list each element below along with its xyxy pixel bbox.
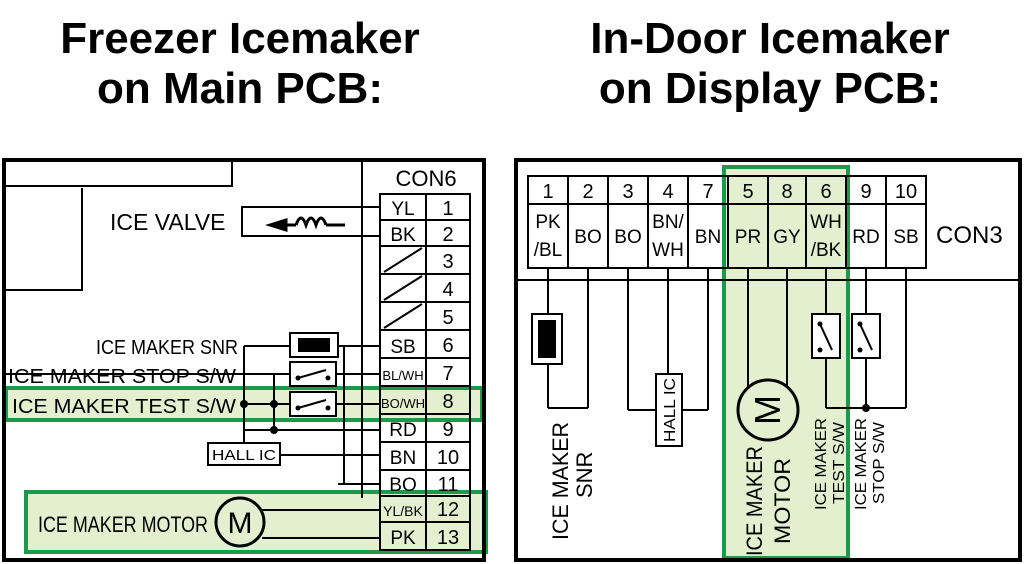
left-motor-icon: M bbox=[214, 496, 380, 548]
right-motor-label-2: MOTOR bbox=[770, 458, 795, 544]
right-snr-label-1: ICE MAKER bbox=[548, 422, 573, 540]
left-wire-13: PK bbox=[390, 528, 416, 549]
left-pin-7: 7 bbox=[442, 363, 453, 385]
right-motor-symbol: M bbox=[747, 395, 788, 425]
left-stop-switch-icon bbox=[289, 361, 337, 387]
left-title-line1: Freezer Icemaker bbox=[60, 14, 420, 63]
right-wire-1-bottom: /BL bbox=[534, 240, 563, 261]
right-stop-sw-label-1: ICE MAKER bbox=[853, 418, 870, 510]
left-connector bbox=[379, 193, 471, 551]
left-hall-ic-label: HALL IC bbox=[212, 447, 276, 464]
right-pin-10: 10 bbox=[895, 181, 917, 203]
left-pin-12: 12 bbox=[437, 499, 459, 521]
right-hall-ic: HALL IC bbox=[655, 373, 683, 447]
left-wire-7: BL/WH bbox=[382, 368, 423, 383]
right-wire-10: SB bbox=[893, 227, 918, 248]
left-title-line2: on Main PCB: bbox=[97, 64, 383, 113]
right-wire-3: BO bbox=[614, 227, 641, 248]
left-pin-5: 5 bbox=[442, 307, 453, 329]
left-pin-1: 1 bbox=[442, 198, 453, 220]
right-hall-ic-label: HALL IC bbox=[662, 378, 679, 442]
left-ice-maker-snr-label: ICE MAKER SNR bbox=[96, 337, 238, 359]
right-pin-2: 2 bbox=[582, 181, 593, 203]
left-pin-4: 4 bbox=[442, 279, 453, 301]
right-pin-9: 9 bbox=[860, 181, 871, 203]
right-wire-5: PR bbox=[735, 227, 761, 248]
left-wire-8: BO/WH bbox=[381, 396, 425, 411]
left-wire-9: RD bbox=[389, 420, 416, 441]
left-ice-maker-motor-label: ICE MAKER MOTOR bbox=[38, 512, 208, 537]
right-test-sw-label-1: ICE MAKER bbox=[813, 418, 830, 510]
right-stop-switch-icon bbox=[851, 313, 881, 359]
right-frame bbox=[514, 158, 1022, 562]
right-pin-1: 1 bbox=[542, 181, 553, 203]
left-wire-10: BN bbox=[390, 448, 416, 469]
right-snr-label-2: SNR bbox=[572, 452, 597, 498]
right-title-line2: on Display PCB: bbox=[598, 64, 942, 113]
left-ice-maker-stop-sw-label: ICE MAKER STOP S/W bbox=[8, 366, 236, 388]
right-wire-6-top: WH bbox=[810, 212, 842, 233]
left-title: Freezer Icemaker on Main PCB: bbox=[0, 14, 480, 114]
right-wire-6-bottom: /BK bbox=[811, 240, 842, 261]
right-diagram: 1 2 3 4 7 5 8 6 9 10 PK /BL BO BO BN/ WH… bbox=[514, 158, 1022, 562]
right-motor-icon: M bbox=[736, 378, 800, 442]
left-sensor-icon bbox=[289, 332, 339, 358]
left-hall-ic: HALL IC bbox=[207, 442, 281, 466]
right-wire-4-top: BN/ bbox=[652, 212, 684, 233]
left-wire-11: BO bbox=[389, 475, 416, 496]
left-ice-maker-test-sw-label: ICE MAKER TEST S/W bbox=[12, 396, 236, 418]
left-pin-13: 13 bbox=[437, 527, 459, 549]
left-wire-2: BK bbox=[390, 225, 416, 246]
right-stop-sw-label-2: STOP S/W bbox=[871, 421, 888, 504]
right-pin-5: 5 bbox=[742, 181, 753, 203]
right-wire-4-bottom: WH bbox=[652, 240, 684, 261]
right-title: In-Door Icemaker on Display PCB: bbox=[520, 14, 1020, 114]
left-pin-11: 11 bbox=[438, 474, 459, 496]
right-connector bbox=[527, 175, 927, 269]
left-pin-6: 6 bbox=[442, 335, 453, 357]
left-connector-label: CON6 bbox=[395, 166, 456, 191]
left-frame bbox=[2, 158, 486, 562]
right-pin-8: 8 bbox=[781, 181, 792, 203]
left-wire-1: YL bbox=[391, 199, 414, 220]
right-title-line1: In-Door Icemaker bbox=[590, 14, 950, 63]
right-test-switch-icon bbox=[811, 313, 841, 359]
right-pin-7: 7 bbox=[702, 181, 713, 203]
right-wire-2: BO bbox=[574, 227, 601, 248]
left-pin-3: 3 bbox=[442, 251, 453, 273]
right-connector-label: CON3 bbox=[936, 222, 1003, 249]
right-wire-7: BN bbox=[695, 227, 721, 248]
right-wire-1-top: PK bbox=[535, 212, 561, 233]
ice-valve-coil-icon bbox=[264, 216, 345, 233]
left-ice-valve-label: ICE VALVE bbox=[110, 209, 225, 235]
left-diagram: CON6 YL BK SB BL/WH bbox=[2, 158, 488, 562]
right-pin-6: 6 bbox=[820, 181, 831, 203]
right-test-sw-label-2: TEST S/W bbox=[831, 421, 848, 504]
right-wire-9: RD bbox=[852, 227, 879, 248]
right-motor-label-1: ICE MAKER bbox=[742, 446, 767, 556]
right-pin-4: 4 bbox=[662, 181, 673, 203]
left-motor-symbol: M bbox=[228, 507, 253, 540]
right-pin-3: 3 bbox=[622, 181, 633, 203]
left-pin-10: 10 bbox=[437, 447, 459, 469]
left-wire-12: YL/BK bbox=[383, 503, 423, 519]
left-pin-9: 9 bbox=[442, 419, 453, 441]
left-pin-2: 2 bbox=[442, 224, 453, 246]
right-wire-8: GY bbox=[773, 227, 801, 248]
left-test-switch-icon bbox=[289, 391, 337, 417]
left-wire-6: SB bbox=[390, 337, 415, 358]
left-pin-8: 8 bbox=[442, 391, 453, 413]
right-sensor-icon bbox=[531, 313, 563, 365]
